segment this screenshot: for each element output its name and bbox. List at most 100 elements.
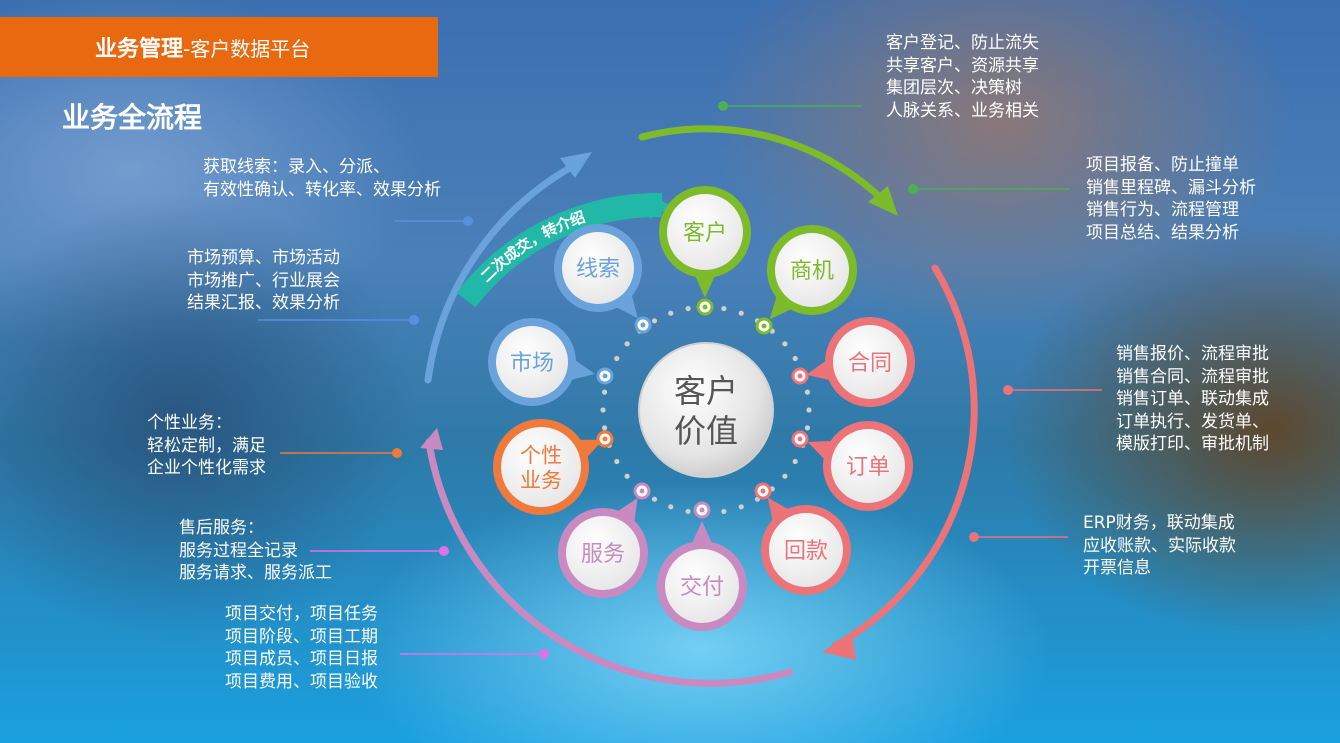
center-hub: 客户 价值 bbox=[638, 342, 774, 478]
ring-dot bbox=[782, 473, 788, 479]
center-hub-circle bbox=[638, 342, 774, 478]
ring-dot bbox=[721, 305, 727, 312]
node-delivery-face bbox=[665, 549, 739, 623]
ring-dot bbox=[804, 389, 811, 395]
node-leads-face bbox=[562, 232, 634, 304]
ring-dot bbox=[601, 425, 608, 431]
node-leads-anchor-core bbox=[640, 322, 646, 328]
arc-teal-arrowhead bbox=[648, 194, 672, 219]
node-order-face bbox=[831, 429, 905, 503]
connector-payment-dot bbox=[969, 532, 979, 542]
arc-teal-band bbox=[456, 192, 663, 308]
node-custom: 个性业务 bbox=[493, 419, 614, 515]
arc-green bbox=[638, 125, 892, 209]
node-service: 服务 bbox=[558, 482, 651, 598]
ring-dot bbox=[806, 407, 812, 413]
arc-green-arrowhead bbox=[868, 186, 898, 216]
arc-blue-arrowhead bbox=[560, 152, 592, 178]
node-contract-label: 合同 bbox=[848, 351, 892, 376]
ring-dot bbox=[668, 504, 674, 510]
ring-dot bbox=[624, 341, 630, 347]
header-title-bold: 业务管理 bbox=[95, 37, 184, 62]
node-order-label: 订单 bbox=[846, 455, 890, 480]
node-market-label: 市场 bbox=[510, 351, 554, 376]
note-payment: ERP财务，联动集成 应收账款、实际收款 开票信息 bbox=[1083, 513, 1236, 578]
center-line1: 客户 bbox=[674, 372, 738, 410]
connector-custom-dot bbox=[392, 448, 402, 458]
connector-customer-dot bbox=[718, 101, 728, 111]
node-payment-label: 回款 bbox=[784, 539, 828, 564]
section-title: 业务全流程 bbox=[62, 101, 203, 134]
node-contract: 合同 bbox=[791, 317, 915, 407]
header-title-rest: -客户数据平台 bbox=[183, 36, 311, 61]
node-leads-label: 线索 bbox=[576, 257, 620, 282]
node-customer-anchor-core bbox=[702, 304, 708, 310]
ring-dot bbox=[792, 355, 798, 362]
node-service-face bbox=[566, 516, 640, 590]
node-order: 订单 bbox=[791, 421, 913, 511]
ring-dot bbox=[685, 508, 691, 515]
arc-purple bbox=[425, 438, 794, 687]
note-opportunity: 项目报备、防止撞单 销售里程碑、漏斗分析 销售行为、流程管理 项目总结、结果分析 bbox=[1086, 155, 1256, 243]
header-bar: 业务管理 -客户数据平台 bbox=[0, 17, 438, 77]
node-market-anchor-core bbox=[602, 373, 608, 379]
node-contract-anchor-core bbox=[797, 373, 803, 379]
node-opportunity-label: 商机 bbox=[790, 259, 834, 284]
note-custom: 个性业务： 轻松定制，满足 企业个性化需求 bbox=[147, 413, 266, 478]
node-customer-face bbox=[667, 194, 743, 270]
node-delivery: 交付 bbox=[657, 501, 747, 631]
ring-dot bbox=[685, 305, 691, 312]
arc-blue bbox=[424, 161, 579, 384]
center-line2: 价值 bbox=[674, 412, 738, 450]
node-service-anchor-core bbox=[639, 488, 645, 494]
node-leads: 线索 bbox=[554, 224, 652, 334]
node-opportunity-face bbox=[775, 233, 849, 307]
node-opportunity-anchor-core bbox=[761, 323, 767, 329]
ring-dot bbox=[721, 508, 727, 515]
connector-leads-dot bbox=[463, 216, 473, 226]
node-custom-face bbox=[501, 427, 581, 507]
node-opportunity: 商机 bbox=[755, 225, 857, 335]
node-payment-anchor-core bbox=[760, 488, 766, 494]
ring-dot bbox=[792, 458, 798, 465]
node-delivery-anchor-core bbox=[699, 507, 705, 513]
node-payment: 回款 bbox=[754, 482, 851, 595]
ring-dot bbox=[624, 473, 630, 479]
connectors bbox=[258, 101, 1102, 659]
node-delivery-label: 交付 bbox=[680, 575, 724, 600]
ring-dot bbox=[651, 496, 658, 502]
node-custom-label: 业务 bbox=[520, 469, 562, 493]
connector-contract-dot bbox=[1003, 385, 1013, 395]
node-market-face bbox=[496, 326, 568, 398]
ring-dot bbox=[614, 355, 620, 362]
ring-dot bbox=[738, 504, 744, 510]
node-customer: 客户 bbox=[659, 186, 751, 316]
arc-purple-arrowhead bbox=[420, 428, 443, 450]
arc-red bbox=[831, 264, 978, 650]
node-payment-face bbox=[769, 513, 843, 587]
ring-dot bbox=[601, 389, 608, 395]
note-leads: 获取线索：录入、分派、 有效性确认、转化率、效果分析 bbox=[203, 157, 441, 200]
ring-dot bbox=[782, 341, 788, 347]
ring-dot bbox=[600, 407, 606, 413]
ring-dot bbox=[738, 310, 744, 316]
ring-dot bbox=[804, 425, 811, 431]
node-contract-face bbox=[833, 325, 907, 399]
ring-dot bbox=[651, 318, 658, 324]
node-customer-label: 客户 bbox=[683, 221, 727, 246]
node-market: 市场 bbox=[488, 318, 614, 406]
connector-delivery-dot bbox=[539, 649, 549, 659]
note-contract: 销售报价、流程审批 销售合同、流程审批 销售订单、联动集成 订单执行、发货单、 … bbox=[1116, 344, 1269, 454]
connector-opportunity-dot bbox=[908, 184, 918, 194]
note-customer: 客户登记、防止流失 共享客户、资源共享 集团层次、决策树 人脉关系、业务相关 bbox=[886, 33, 1039, 121]
note-delivery: 项目交付，项目任务 项目阶段、项目工期 项目成员、项目日报 项目费用、项目验收 bbox=[225, 604, 378, 692]
node-custom-anchor-core bbox=[602, 436, 608, 442]
node-custom-label: 个性 bbox=[520, 444, 562, 468]
ring-dot bbox=[614, 458, 620, 465]
connector-service-dot bbox=[439, 546, 449, 556]
note-market: 市场预算、市场活动 市场推广、行业展会 结果汇报、效果分析 bbox=[187, 248, 340, 313]
node-service-label: 服务 bbox=[581, 542, 625, 567]
note-service: 售后服务： 服务过程全记录 服务请求、服务派工 bbox=[179, 518, 332, 583]
